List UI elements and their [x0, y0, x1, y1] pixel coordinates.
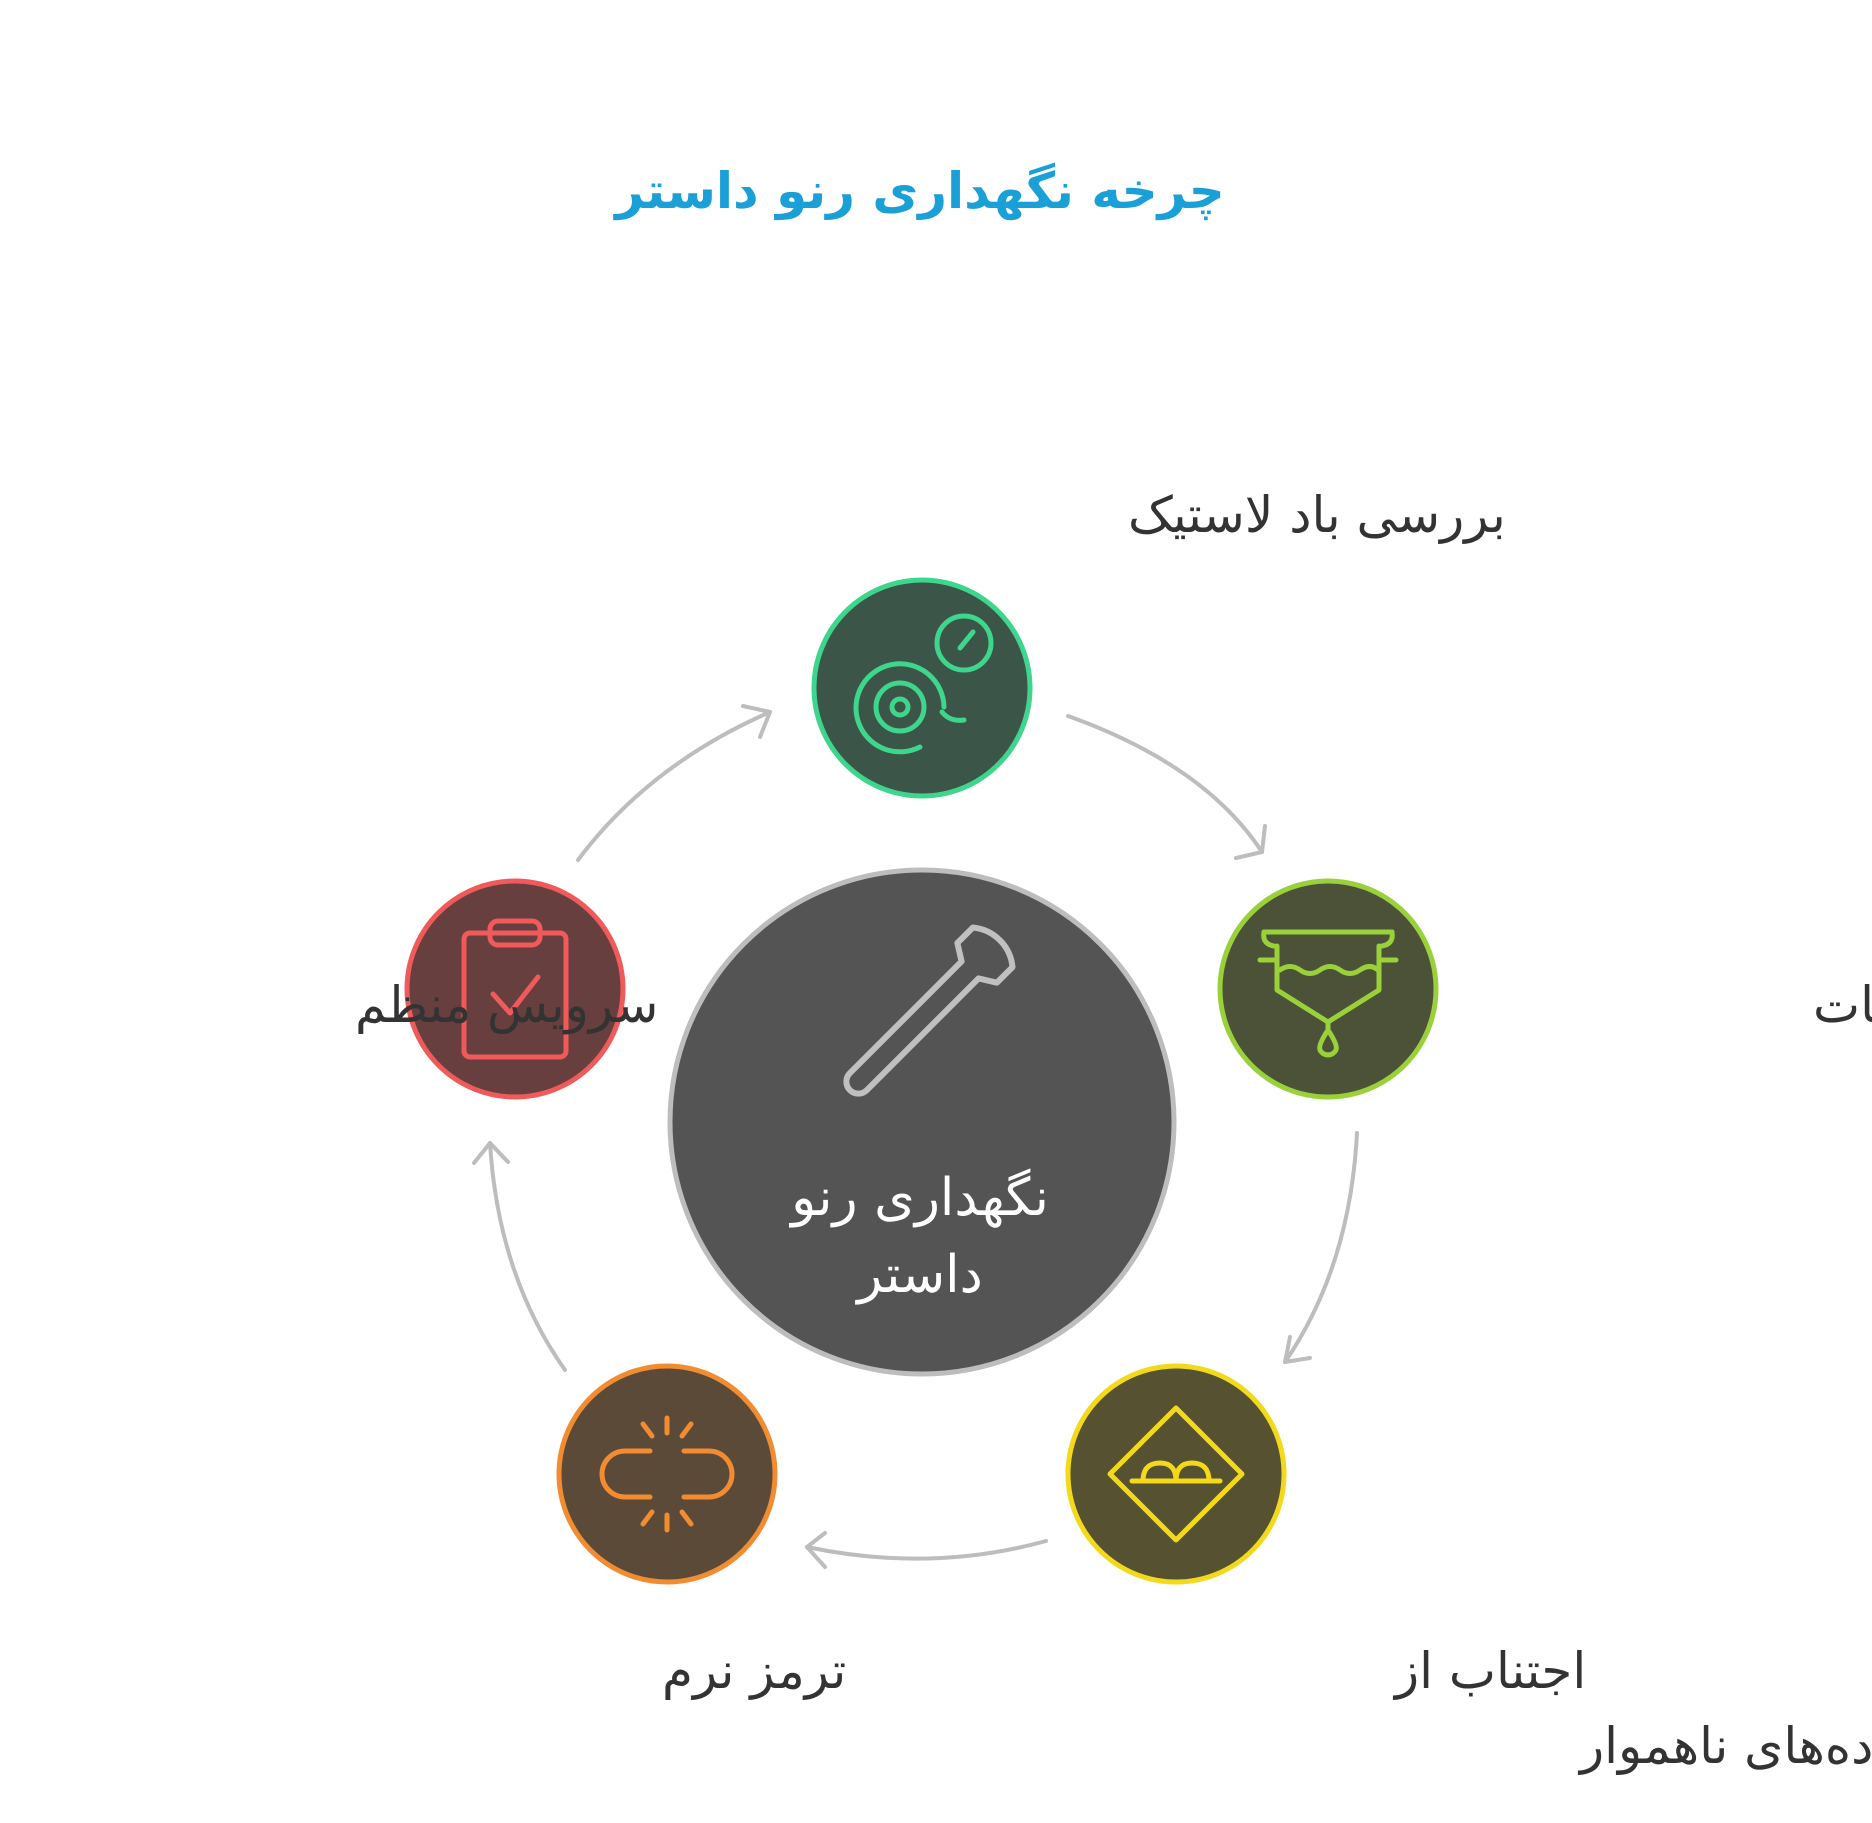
wrench-icon [843, 924, 1016, 1097]
node-circle [556, 1363, 778, 1585]
node-regular-service: سرویس منظم [355, 878, 658, 1100]
node-label: ترمز نرم [662, 1642, 846, 1700]
clipboard-check-icon [461, 918, 569, 1060]
center-circle [667, 867, 1177, 1377]
center-label-line1: نگهداری رنو [788, 1168, 1049, 1228]
center-label-line2: داستر [854, 1245, 983, 1305]
arrow-fluids-to-road [1283, 1131, 1359, 1364]
node-fluids: بررسی مایعات [1217, 878, 1872, 1100]
arrow-tire-to-fluids [1066, 714, 1267, 860]
arrow-brake-to-service [472, 1141, 567, 1372]
arrow-service-to-tire [576, 704, 772, 862]
diagram-title: چرخه نگهداری رنو داستر [612, 162, 1225, 221]
node-label: بررسی باد لاستیک [1128, 486, 1506, 544]
node-label-line1: اجتناب از [1392, 1642, 1586, 1700]
node-bumpy-roads: اجتناب از جاده‌های ناهموار [1065, 1363, 1872, 1775]
node-circle [404, 878, 626, 1100]
node-tire-pressure: بررسی باد لاستیک [811, 486, 1506, 799]
node-circle [811, 577, 1033, 799]
node-circle [1217, 878, 1439, 1100]
node-label-line2: جاده‌های ناهموار [1577, 1717, 1872, 1775]
fluid-filter-icon [1257, 929, 1399, 1058]
node-label: سرویس منظم [355, 976, 658, 1035]
center-hub: نگهداری رنو داستر [667, 867, 1177, 1377]
arrow-road-to-brake [805, 1531, 1048, 1569]
node-gentle-braking: ترمز نرم [556, 1363, 846, 1700]
bumpy-road-sign-icon [1107, 1405, 1245, 1543]
node-label: بررسی مایعات [1813, 976, 1872, 1034]
tire-pressure-icon [853, 613, 994, 755]
cycle-arrows [472, 704, 1359, 1569]
broken-link-icon [599, 1415, 735, 1533]
